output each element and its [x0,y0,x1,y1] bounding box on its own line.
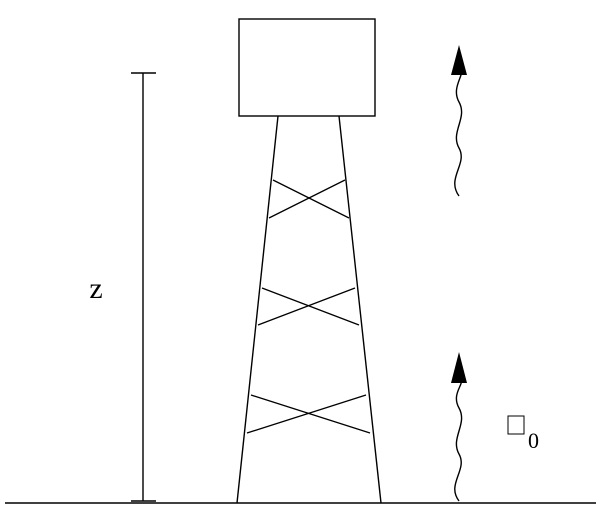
height-dimension [131,72,156,502]
height-label: z [89,272,102,305]
symbol-subscript: 0 [528,428,539,453]
tower-legs [236,115,382,504]
upper-wave-arrow [451,45,467,197]
tower-braces [246,179,371,434]
symbol-box-glyph [507,415,525,435]
lower-wave-arrow [451,352,467,502]
tower-tank [238,18,376,117]
symbol-label: 0 [507,415,539,453]
